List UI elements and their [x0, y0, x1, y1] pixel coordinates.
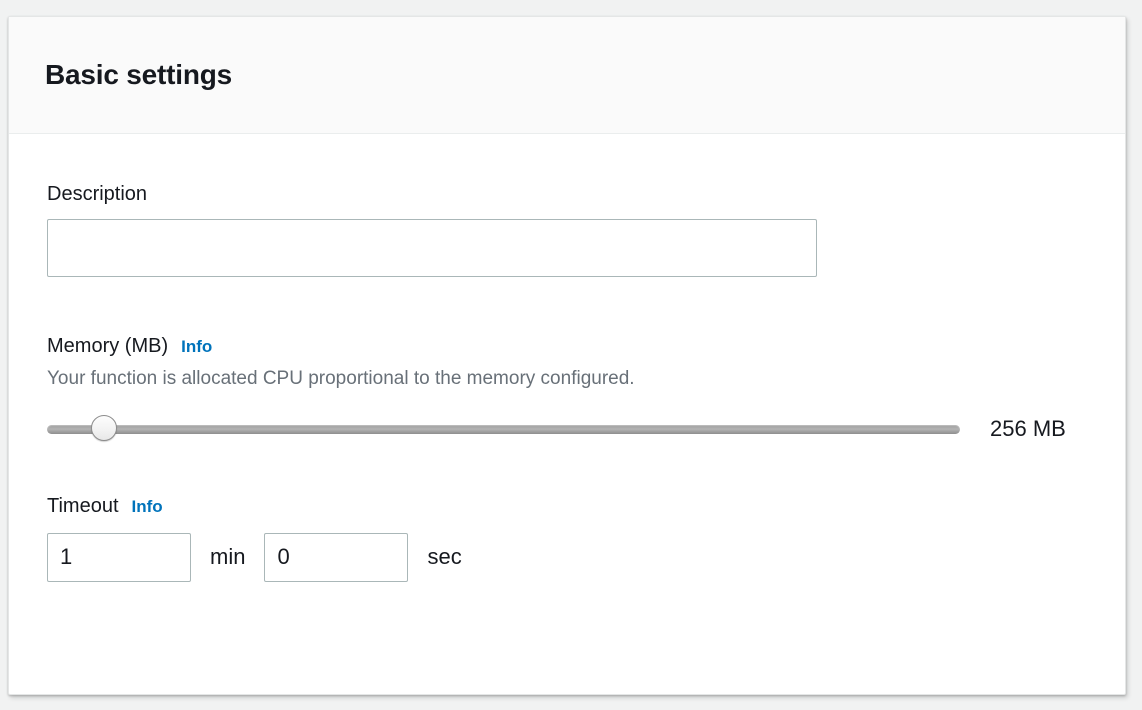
- description-field-group: Description: [47, 182, 1087, 277]
- memory-slider-row: 256 MB: [47, 414, 1087, 444]
- description-label-text: Description: [47, 183, 148, 205]
- slider-thumb[interactable]: [91, 414, 117, 441]
- timeout-minutes-unit: min: [210, 544, 246, 570]
- timeout-label: Timeout Info: [47, 494, 1087, 519]
- memory-field-group: Memory (MB) Info Your function is alloca…: [47, 334, 1087, 444]
- basic-settings-panel: Basic settings Description Memory (MB) I…: [8, 16, 1126, 695]
- timeout-label-text: Timeout: [47, 494, 119, 517]
- panel-header: Basic settings: [9, 17, 1125, 134]
- timeout-field-group: Timeout Info min sec: [47, 494, 1087, 582]
- memory-info-link[interactable]: Info: [181, 337, 213, 356]
- memory-value-display: 256 MB: [990, 415, 1066, 441]
- timeout-inputs-row: min sec: [47, 532, 1087, 582]
- description-input[interactable]: [47, 219, 817, 277]
- timeout-seconds-unit: sec: [427, 544, 462, 570]
- timeout-seconds-input[interactable]: [264, 532, 409, 582]
- memory-label-text: Memory (MB): [47, 335, 169, 357]
- panel-body: Description Memory (MB) Info Your functi…: [9, 134, 1125, 582]
- memory-slider[interactable]: [47, 414, 960, 444]
- memory-description: Your function is allocated CPU proportio…: [47, 368, 635, 389]
- slider-track[interactable]: [47, 424, 960, 434]
- timeout-info-link[interactable]: Info: [131, 496, 163, 516]
- page-title: Basic settings: [45, 58, 233, 90]
- description-label: Description: [47, 182, 1087, 207]
- memory-label: Memory (MB) Info: [47, 334, 1087, 359]
- timeout-minutes-input[interactable]: [47, 532, 191, 582]
